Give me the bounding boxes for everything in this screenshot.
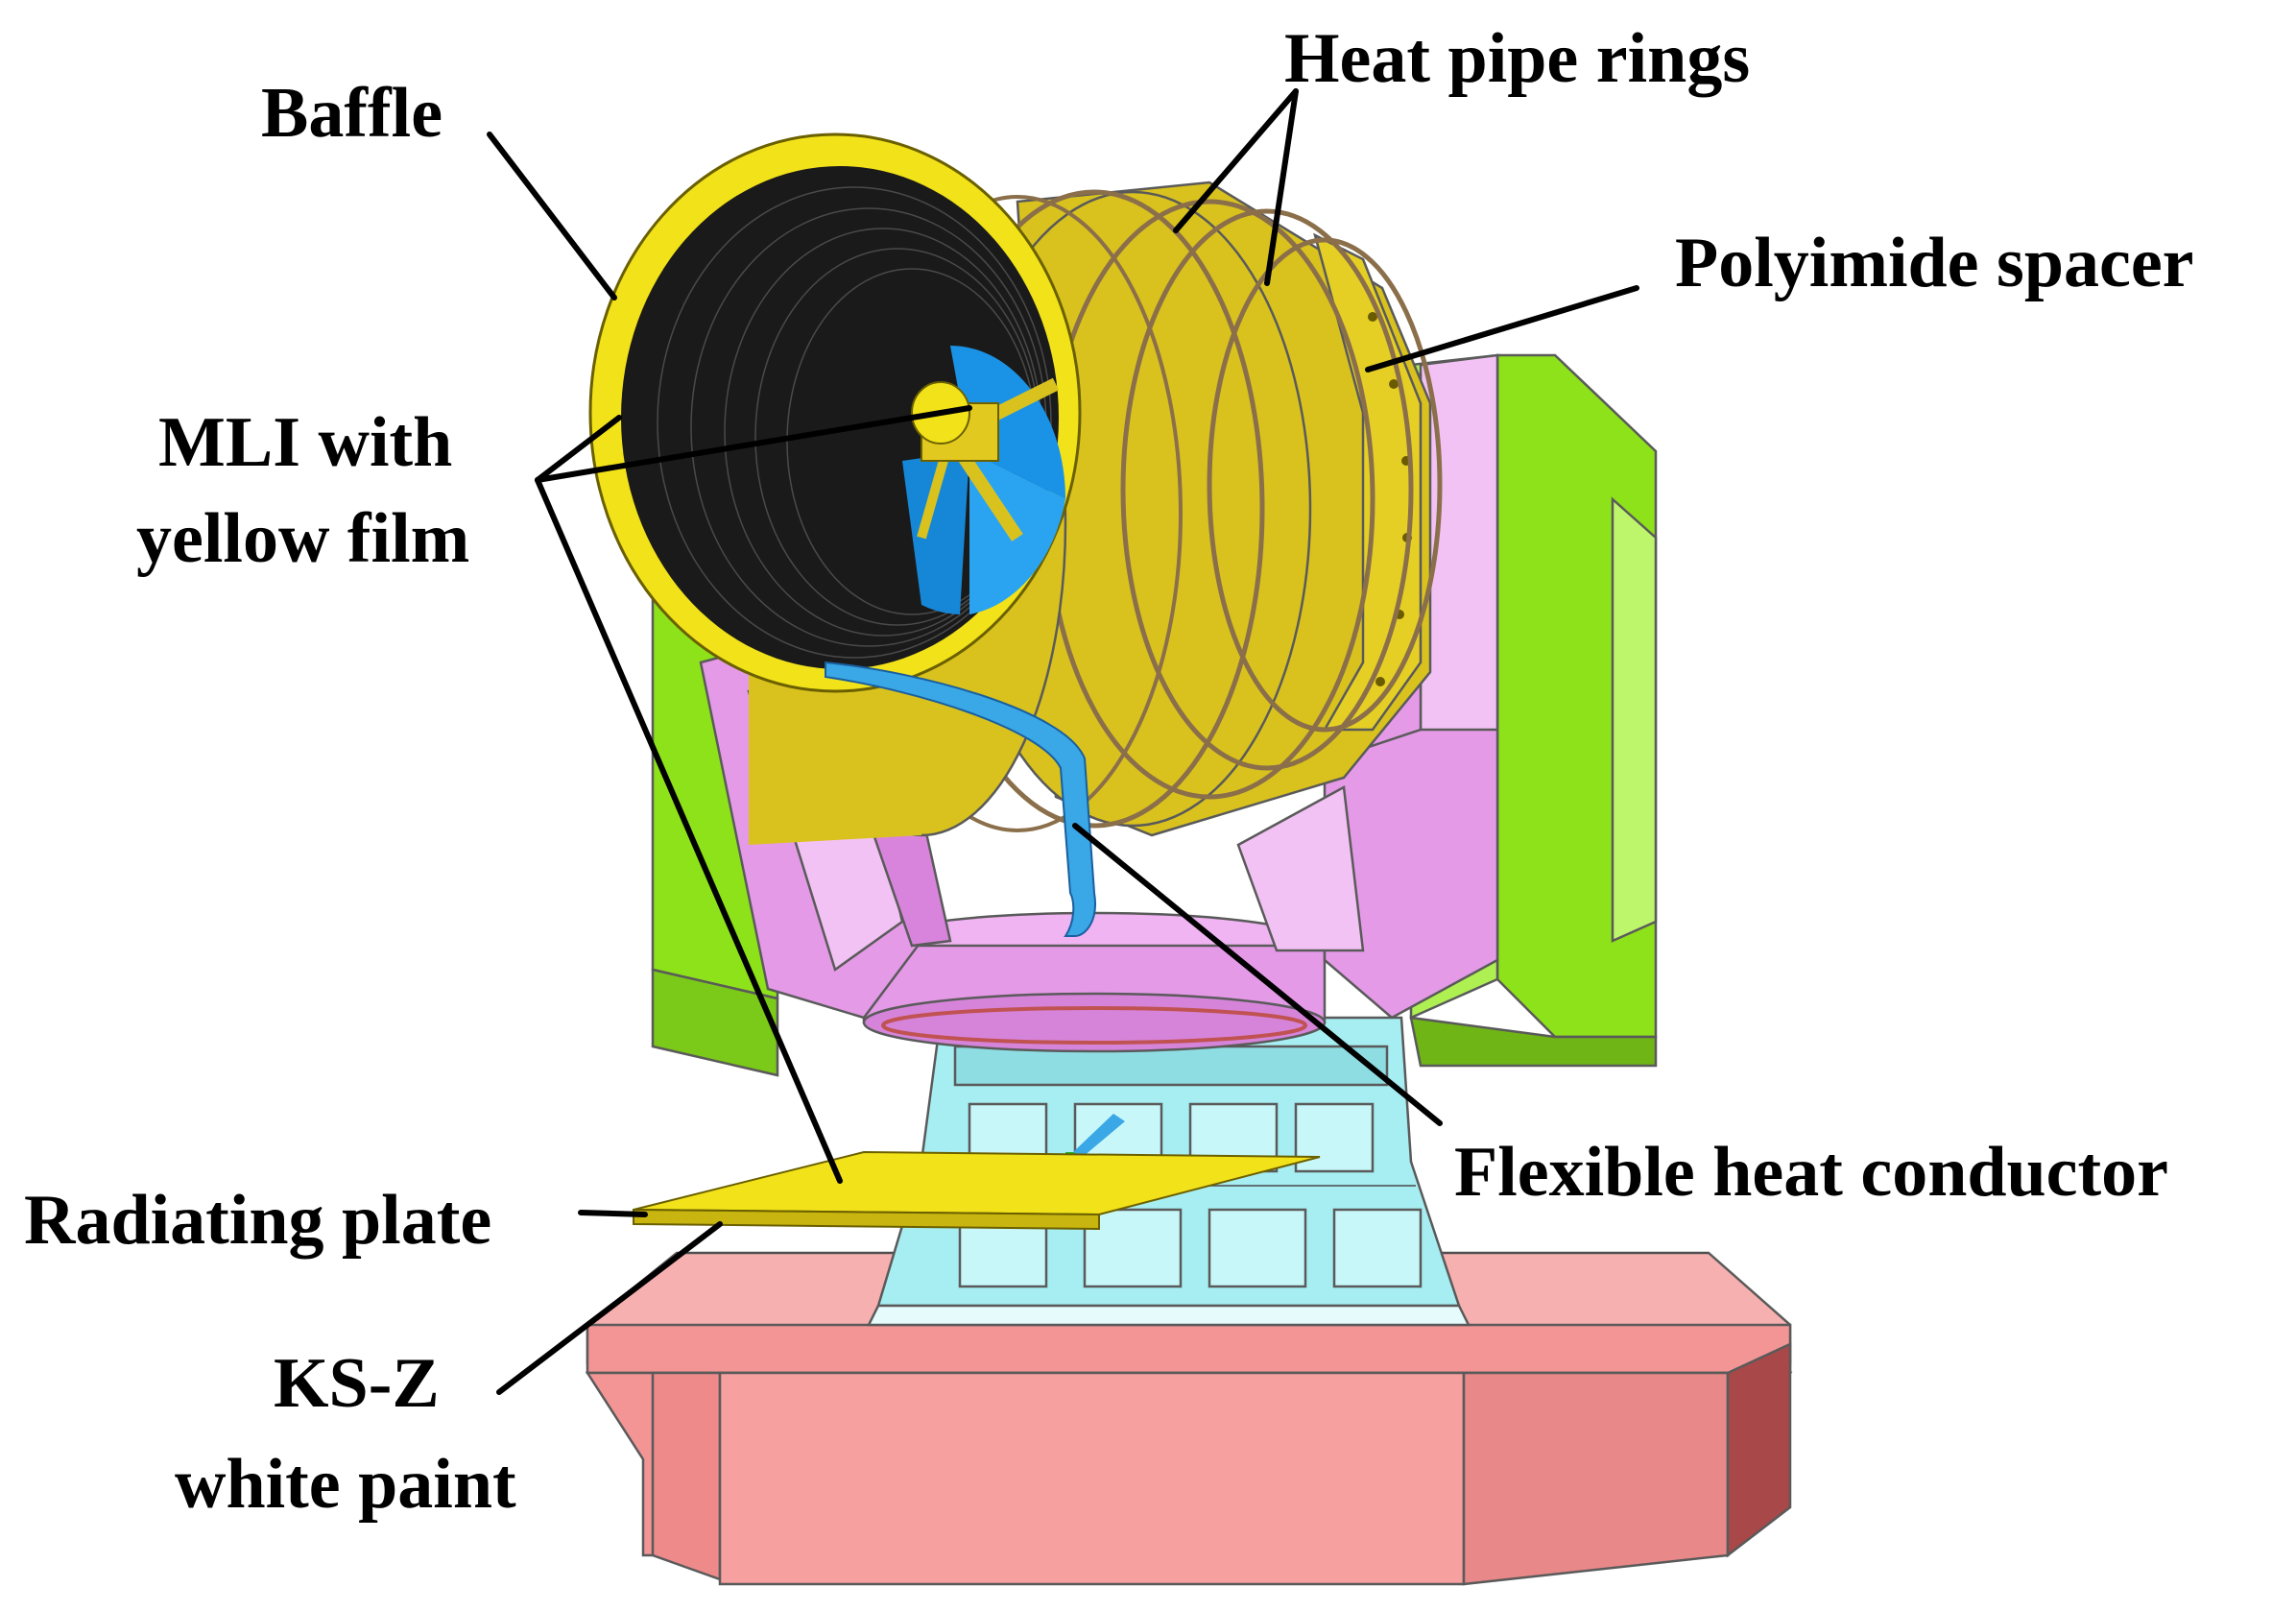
- leader-mli-1: [535, 415, 622, 483]
- leader-heat-pipe-2: [1264, 88, 1299, 286]
- leader-mli-3: [535, 477, 843, 1184]
- label-baffle: Baffle: [261, 74, 442, 153]
- label-mli-line1: MLI with: [158, 403, 452, 482]
- label-radiating-plate: Radiating plate: [24, 1181, 491, 1260]
- telescope-tube: [588, 132, 1443, 937]
- label-mli-line2: yellow film: [136, 499, 469, 578]
- label-heat-pipe-rings: Heat pipe rings: [1284, 19, 1750, 98]
- leader-baffle: [487, 132, 617, 301]
- label-flexible-heat-conductor: Flexible heat conductor: [1454, 1133, 2168, 1212]
- label-ks-z-line1: KS-Z: [274, 1344, 440, 1423]
- flexible-heat-conductor-strap: [825, 661, 1096, 937]
- leader-mli-2: [535, 405, 972, 483]
- leader-lines: [487, 88, 1639, 1395]
- label-polyimide-spacer: Polyimide spacer: [1675, 224, 2194, 302]
- leader-ks-z: [496, 1221, 723, 1395]
- labels: Baffle Heat pipe rings Polyimide spacer …: [24, 19, 2194, 1524]
- radiating-plate: [633, 1150, 1321, 1231]
- leader-heat-pipe-1: [1173, 88, 1299, 233]
- baffle: [588, 132, 1082, 693]
- label-ks-z-line2: white paint: [175, 1445, 516, 1524]
- leader-flexible: [1072, 823, 1443, 1126]
- leader-radiating: [578, 1210, 648, 1217]
- leader-polyimide: [1365, 285, 1639, 373]
- mounting-platform: [585, 1251, 1793, 1586]
